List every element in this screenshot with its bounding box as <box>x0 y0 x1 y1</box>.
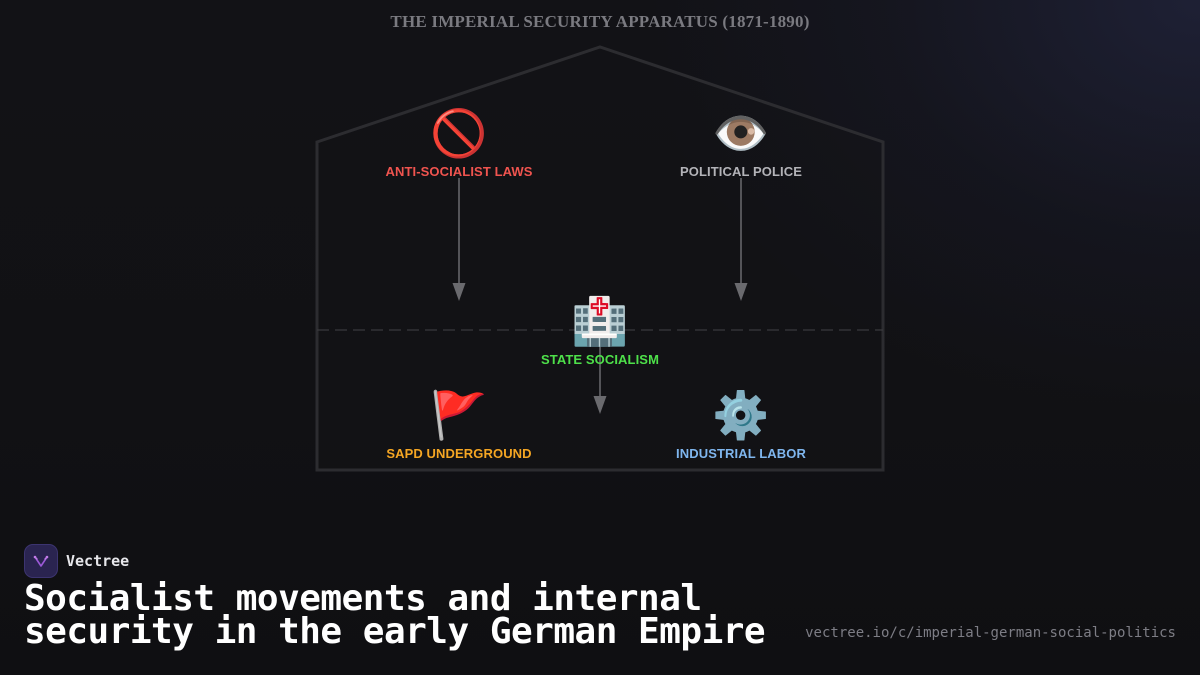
vectree-logo-icon <box>24 544 58 578</box>
hospital-icon: 🏥 <box>571 294 629 348</box>
arrowhead-political-police <box>734 283 748 301</box>
node-label: INDUSTRIAL LABOR <box>676 446 806 461</box>
headline: Socialist movements and internal securit… <box>24 578 766 652</box>
red-flag-icon: 🚩 <box>430 388 488 442</box>
node-state-socialism: 🏥 STATE SOCIALISM <box>480 294 720 367</box>
node-industrial-labor: ⚙️ INDUSTRIAL LABOR <box>621 388 861 461</box>
node-label: ANTI-SOCIALIST LAWS <box>385 164 533 179</box>
node-political-police: 👁️ POLITICAL POLICE <box>621 106 861 179</box>
diagram-title: THE IMPERIAL SECURITY APPARATUS (1871-18… <box>390 12 810 31</box>
arrowhead-anti-socialist-laws <box>452 283 466 301</box>
node-label: SAPD UNDERGROUND <box>386 446 532 461</box>
source-url[interactable]: vectree.io/c/imperial-german-social-poli… <box>805 625 1176 641</box>
node-sapd-underground: 🚩 SAPD UNDERGROUND <box>339 388 579 461</box>
brand-name: Vectree <box>66 552 130 570</box>
prohibited-icon: 🚫 <box>430 106 488 160</box>
arrowhead-state-socialism <box>593 396 607 414</box>
node-label: POLITICAL POLICE <box>680 164 802 179</box>
house-outline <box>315 45 885 472</box>
brand: Vectree <box>24 544 129 578</box>
node-anti-socialist-laws: 🚫 ANTI-SOCIALIST LAWS <box>339 106 579 179</box>
gear-icon: ⚙️ <box>712 388 770 442</box>
eye-icon: 👁️ <box>712 106 770 160</box>
node-label: STATE SOCIALISM <box>540 352 660 367</box>
